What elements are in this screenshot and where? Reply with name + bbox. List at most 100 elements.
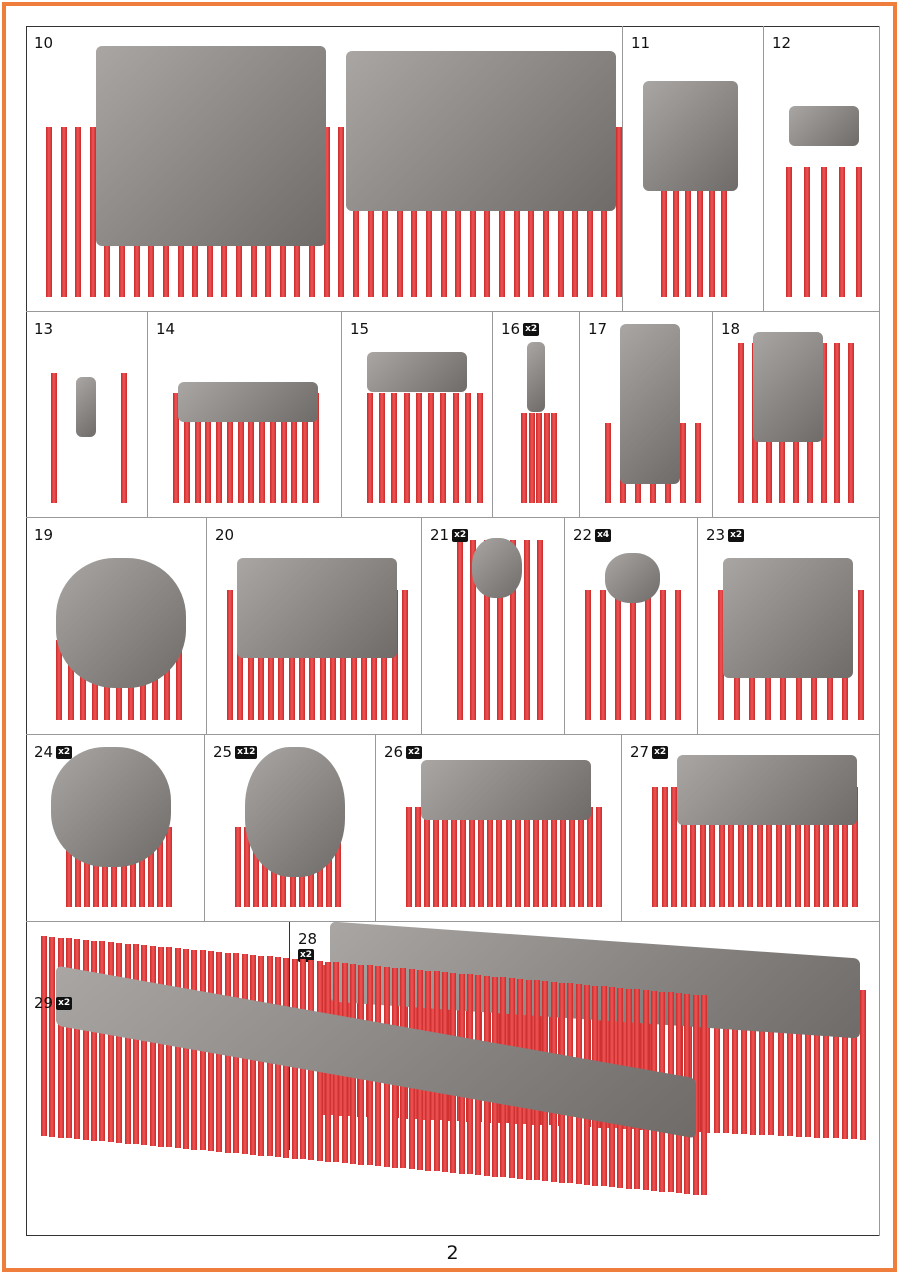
- support-strut: [848, 343, 854, 503]
- support-strut: [60, 127, 67, 297]
- support-strut: [521, 413, 527, 503]
- support-strut: [129, 827, 136, 907]
- support-strut: [680, 423, 686, 503]
- printed-part: [367, 352, 467, 392]
- support-strut: [820, 343, 827, 503]
- part-illustration: [376, 735, 622, 922]
- support-strut: [477, 393, 483, 503]
- part-cell-17: 17: [580, 312, 713, 518]
- support-strut: [850, 989, 857, 1140]
- support-strut: [457, 540, 463, 720]
- support-strut: [510, 540, 517, 720]
- part-number: 24: [34, 743, 54, 761]
- support-strut: [718, 590, 724, 720]
- part-number: 20: [215, 526, 235, 544]
- printed-part: [753, 332, 823, 442]
- printed-part: [56, 558, 186, 688]
- support-strut: [709, 787, 716, 907]
- support-strut: [93, 827, 100, 907]
- support-strut: [660, 590, 666, 720]
- support-strut: [505, 807, 512, 907]
- support-strut: [496, 807, 503, 907]
- printed-part: [96, 46, 326, 246]
- support-strut: [164, 640, 170, 720]
- support-strut: [313, 393, 319, 503]
- part-number: 17: [588, 320, 608, 338]
- support-strut: [832, 988, 839, 1139]
- part-illustration: [580, 312, 713, 518]
- support-strut: [80, 640, 86, 720]
- support-strut: [737, 787, 744, 907]
- support-strut: [323, 127, 330, 297]
- part-label: 17: [588, 320, 607, 338]
- support-strut: [832, 787, 839, 907]
- support-strut: [721, 177, 727, 297]
- support-strut: [777, 985, 784, 1136]
- support-strut: [532, 807, 539, 907]
- printed-part: [620, 324, 680, 484]
- support-strut: [487, 807, 494, 907]
- part-label: 18: [721, 320, 740, 338]
- support-strut: [253, 827, 260, 907]
- part-illustration: [26, 735, 205, 922]
- support-strut: [722, 983, 729, 1134]
- support-strut: [695, 423, 701, 503]
- support-strut: [424, 807, 431, 907]
- part-cell-14: 14: [148, 312, 342, 518]
- support-strut: [156, 827, 163, 907]
- printed-part: [178, 382, 318, 422]
- printed-part: [677, 755, 857, 825]
- support-strut: [823, 787, 830, 907]
- part-number: 11: [631, 34, 651, 52]
- support-strut: [497, 540, 503, 720]
- part-illustration: [26, 922, 880, 1236]
- support-strut: [352, 127, 359, 297]
- support-strut: [166, 827, 172, 907]
- support-strut: [149, 945, 156, 1146]
- support-strut: [484, 127, 491, 297]
- support-strut: [528, 413, 535, 503]
- part-illustration: [26, 518, 207, 735]
- support-strut: [572, 127, 579, 297]
- support-strut: [237, 393, 244, 503]
- support-strut: [406, 807, 412, 907]
- support-strut: [701, 995, 707, 1196]
- support-strut: [747, 787, 754, 907]
- support-strut: [536, 413, 542, 503]
- support-strut: [838, 167, 845, 297]
- support-strut: [173, 393, 179, 503]
- quantity-badge: x2: [56, 745, 73, 759]
- part-number: 10: [34, 34, 54, 52]
- support-strut: [842, 787, 849, 907]
- part-number: 16: [501, 320, 521, 338]
- support-strut: [107, 942, 114, 1142]
- quantity-badge: x2: [452, 528, 469, 542]
- part-cell-18: 18: [713, 312, 880, 518]
- support-strut: [616, 127, 622, 297]
- support-strut: [68, 640, 74, 720]
- support-strut: [166, 947, 173, 1148]
- part-label: 20: [215, 526, 234, 544]
- support-strut: [469, 127, 476, 297]
- support-strut: [586, 807, 593, 907]
- support-strut: [147, 827, 154, 907]
- support-strut: [138, 827, 145, 907]
- part-cell-15: 15: [342, 312, 493, 518]
- support-strut: [615, 590, 621, 720]
- part-illustration: [565, 518, 698, 735]
- support-strut: [768, 985, 775, 1136]
- support-strut: [605, 423, 611, 503]
- support-strut: [132, 944, 139, 1145]
- part-cell-10: 10: [26, 26, 623, 312]
- support-strut: [403, 393, 410, 503]
- support-strut: [111, 827, 118, 907]
- part-number: 14: [156, 320, 176, 338]
- support-strut: [537, 540, 543, 720]
- support-strut: [821, 167, 827, 297]
- printed-part: [605, 553, 660, 603]
